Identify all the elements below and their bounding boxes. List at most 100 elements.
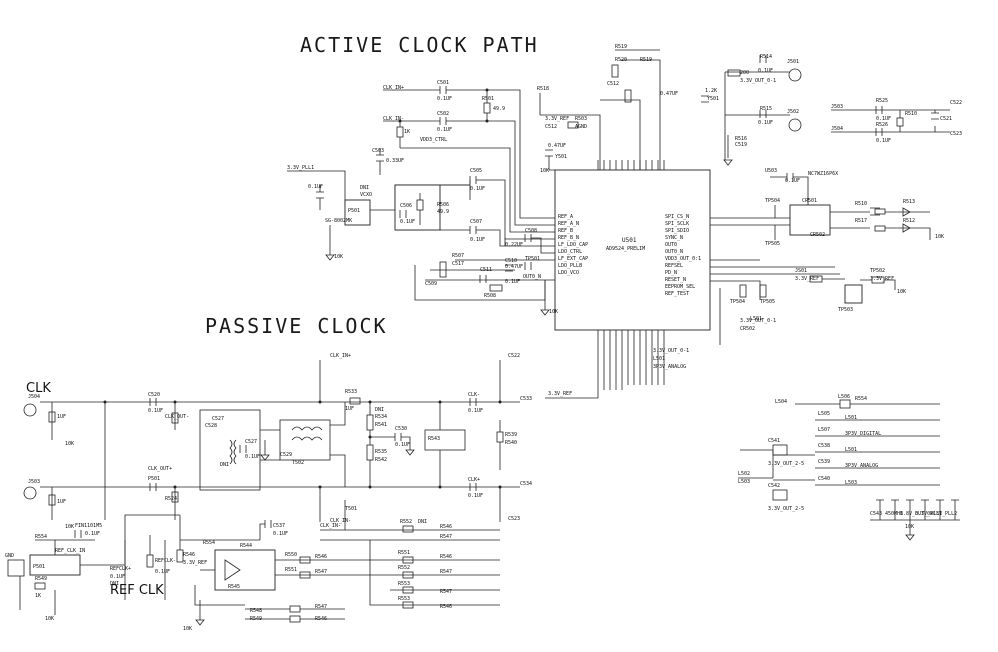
chip-pin-left: REF_A — [558, 214, 573, 220]
power-filter-area: L504 L506 R554 L505 L507 C538 C539 C540 … — [738, 394, 960, 541]
component-label: 3.3V_OUT_2-5 — [768, 461, 804, 467]
u504-body — [214, 549, 276, 591]
component-label: CLK_IN- — [330, 518, 351, 524]
j505-connector — [23, 403, 37, 417]
component-label: C502 — [437, 111, 449, 117]
component-label: C523 — [950, 131, 962, 137]
label-ref-clk: REF CLK — [110, 583, 164, 598]
component-label: CLK- — [468, 392, 480, 398]
component-label: R526 — [876, 122, 888, 128]
component-label: CR502 — [740, 326, 755, 332]
t502-box — [199, 409, 261, 491]
component-label: CLK+ — [468, 477, 480, 483]
component-label: TP502 — [870, 268, 885, 274]
component-label: CLK_IN- — [383, 116, 404, 122]
component-label: R547 — [315, 569, 327, 575]
chip-pin-right: SPI_CS_N — [665, 214, 689, 220]
component-label: 3.3V_OUT_2-5 — [768, 506, 804, 512]
component-label: C539 — [818, 459, 830, 465]
title-active-clock-path: ACTIVE CLOCK PATH — [300, 33, 539, 57]
component-label: R540 — [505, 440, 517, 446]
component-label: 1UF — [345, 406, 354, 412]
component-label: 10K — [549, 309, 558, 315]
component-label: DNI — [375, 407, 384, 413]
component-label: R517 — [855, 218, 867, 224]
component-label: C510 — [505, 258, 517, 264]
component-label: 3.3V_REF — [548, 391, 572, 397]
ref-clk-network: R554 REF_CLK_IN P501 FIN1101M5 0.1UF GND… — [5, 500, 500, 632]
component-label: CLK_IN+ — [330, 353, 351, 359]
chip-bottom-signals: 3.3V_REF 3.3V_OUT_0-1 L501 3P3V_ANALOG — [548, 348, 689, 397]
component-label: VCXO — [360, 192, 372, 198]
component-label: R519 — [615, 44, 627, 50]
component-label: DNI — [360, 185, 369, 191]
component-label: 10K — [65, 524, 74, 530]
label-clk: CLK — [26, 381, 51, 396]
component-label: J504 — [28, 394, 40, 400]
component-label: T502 — [292, 460, 304, 466]
component-label: 3.3V_PLL1 — [915, 511, 942, 517]
component-label: 0.1UF — [273, 531, 288, 537]
component-label: L503 — [738, 479, 750, 485]
component-label: C503 — [372, 148, 384, 154]
chip-u501-part: AD9524_PRELIM — [606, 246, 645, 252]
chip-pin-left: REF_B — [558, 228, 573, 234]
chip-pin-right: EEPROM_SEL — [665, 284, 695, 290]
component-label: R501 — [482, 96, 494, 102]
component-label: J501 — [787, 59, 799, 65]
component-label: R544 — [240, 543, 252, 549]
component-label: C507 — [470, 219, 482, 225]
component-label: C540 — [818, 476, 830, 482]
p501-connector — [7, 559, 25, 577]
component-label: 3.3V_REF — [545, 116, 569, 122]
component-label: 0.1UF — [437, 96, 452, 102]
component-label: P501 — [148, 476, 160, 482]
chip-pin-right: VDD3_OUT_0:1 — [665, 256, 701, 262]
component-label: 0.1UF — [85, 531, 100, 537]
chip-pin-right: REFSEL — [665, 263, 683, 269]
component-label: 200 — [740, 70, 749, 76]
component-label: 3P3V_ANALOG — [653, 364, 686, 370]
component-label: REFCLK+ — [110, 566, 131, 572]
chip-pin-right: OUT0_N — [665, 249, 683, 255]
j501-connector — [788, 68, 802, 82]
component-label: L502 — [738, 471, 750, 477]
component-label: R547 — [440, 589, 452, 595]
component-label: 1.8V_OUT_0-1 — [900, 511, 936, 517]
component-label: 0.1UF — [155, 569, 170, 575]
component-label: R516 — [735, 136, 747, 142]
component-label: C533 — [520, 396, 532, 402]
component-label: DNI — [220, 462, 229, 468]
component-label: CLK_IN+ — [383, 85, 404, 91]
component-label: C527 — [245, 439, 257, 445]
component-label: 3.3V_REF — [870, 276, 894, 282]
buffer-area: U503 0.1UF NC7WZ16P6X CR501 CR502 R510 R… — [710, 168, 944, 247]
component-label: REFCLK- — [155, 558, 176, 564]
component-label: J503 — [831, 104, 843, 110]
component-label: R546 — [183, 552, 195, 558]
component-label: L507 — [818, 427, 830, 433]
component-label: C534 — [520, 481, 532, 487]
component-label: CLK_OUT- — [165, 414, 189, 420]
component-label: 0.1UF — [785, 178, 800, 184]
component-label: R514 — [760, 54, 772, 60]
chip-pin-right: PD_N — [665, 270, 677, 276]
component-label: 0.1UF — [470, 237, 485, 243]
component-label: L501 — [750, 316, 762, 322]
component-label: J504 — [831, 126, 843, 132]
component-label: R552 — [400, 519, 412, 525]
t501-box — [279, 419, 331, 461]
component-label: U503 — [765, 168, 777, 174]
component-label: 0.1UF — [245, 454, 260, 460]
component-label: C506 — [400, 203, 412, 209]
component-label: VDD3_CTRL — [420, 137, 447, 143]
j502-connector — [788, 118, 802, 132]
component-label: TP505 — [765, 241, 780, 247]
component-label: GND — [5, 553, 14, 559]
component-label: 0.1UF — [758, 68, 773, 74]
component-label: R542 — [375, 457, 387, 463]
component-label: 3.3V_PLL2 — [930, 511, 957, 517]
component-label: 0.1UF — [400, 219, 415, 225]
component-label: 3.3V_OUT_0-1 — [653, 348, 689, 354]
